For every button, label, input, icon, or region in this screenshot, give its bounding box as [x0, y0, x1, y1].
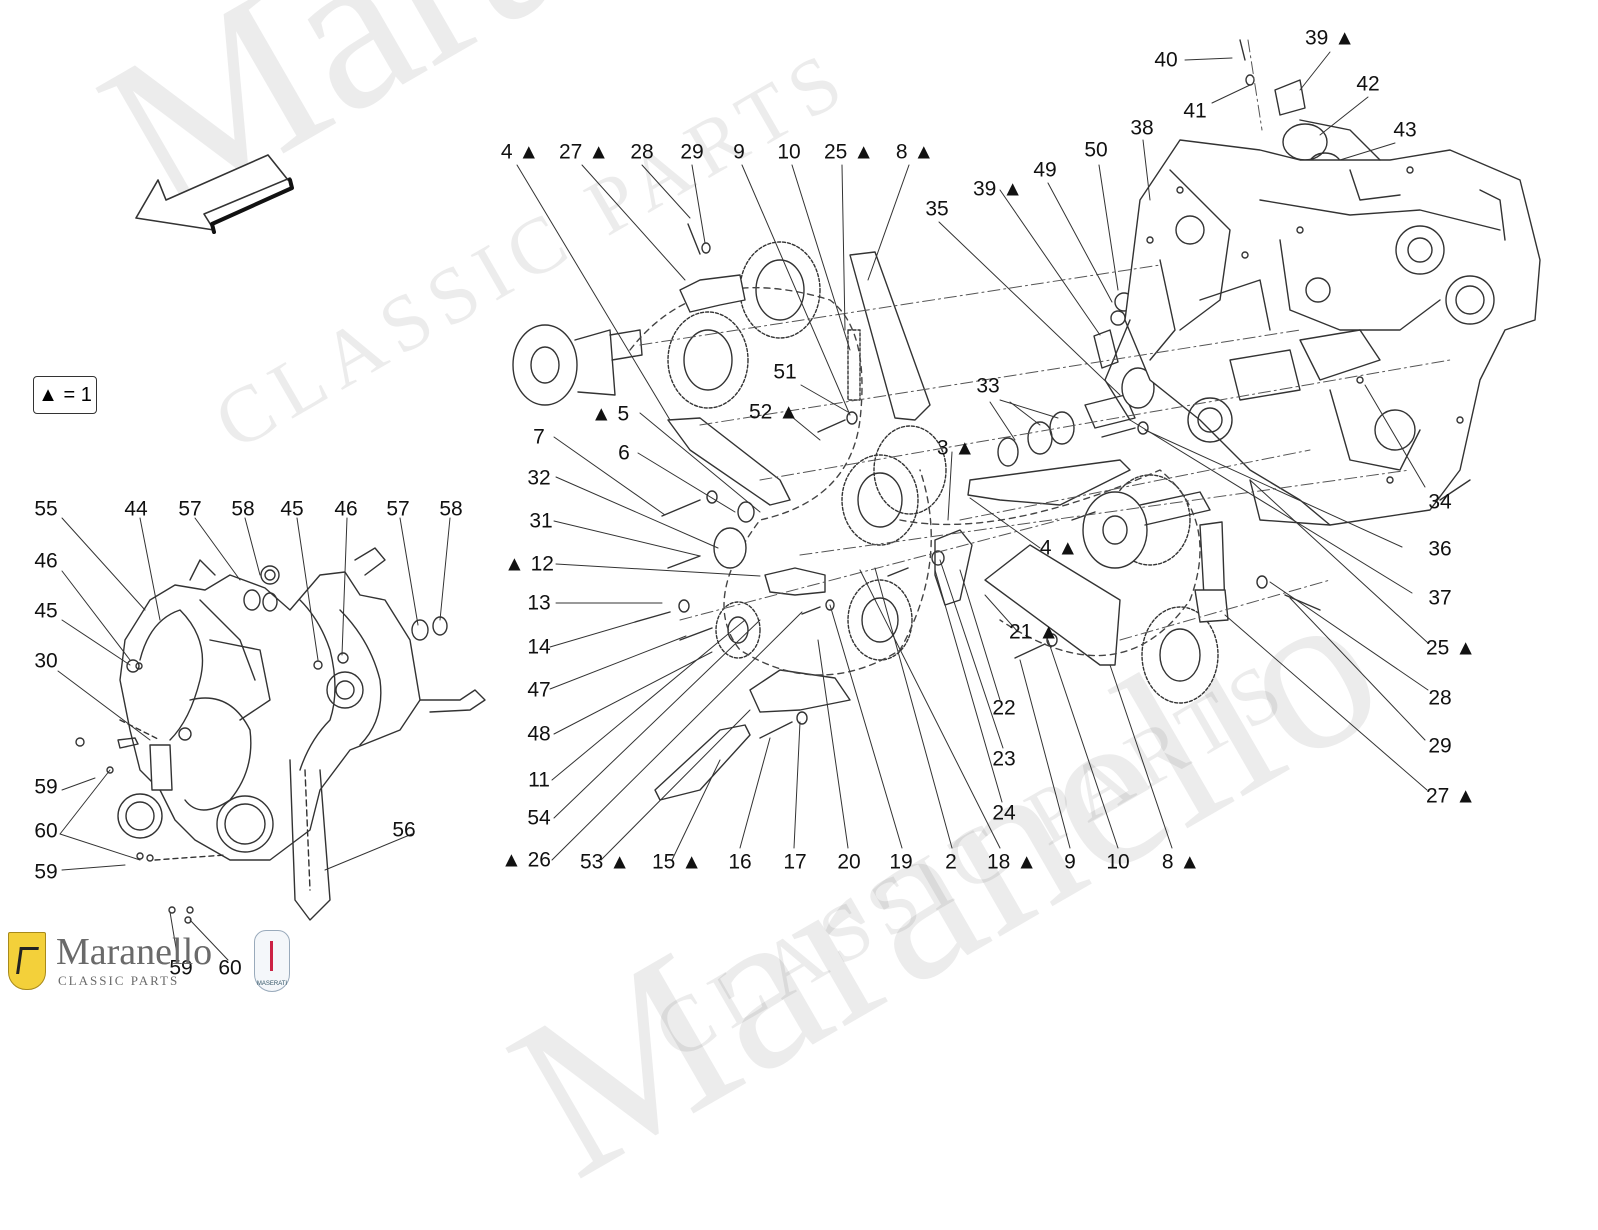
callout-label: 8 ▲	[895, 140, 935, 164]
callout-label: 57	[386, 497, 410, 521]
callout-label: 10	[777, 140, 801, 164]
direction-arrow-icon	[135, 154, 294, 234]
callout-label: 24	[992, 801, 1016, 825]
callout-label: 39 ▲	[1305, 26, 1355, 50]
maranello-logo: Maranello CLASSIC PARTS MASERATI	[8, 930, 308, 1000]
callout-label: 21 ▲	[1009, 620, 1059, 644]
callout-label: 30	[34, 649, 58, 673]
callout-label: 18 ▲	[987, 850, 1037, 874]
callout-label: 7	[533, 425, 545, 449]
callout-label: 59	[34, 860, 58, 884]
callout-label: 49	[1033, 158, 1057, 182]
callout-label: 29	[680, 140, 704, 164]
callout-label: 28	[630, 140, 654, 164]
callout-label: 9	[733, 140, 745, 164]
leader-lines	[57, 51, 1429, 961]
brand-name: Maranello	[56, 931, 213, 973]
callout-label: 46	[334, 497, 358, 521]
callout-label: 4 ▲	[500, 140, 540, 164]
callout-label: 44	[124, 497, 148, 521]
callout-label: 6	[618, 441, 630, 465]
callout-label: 58	[231, 497, 255, 521]
callout-label: ▲ 26	[501, 848, 551, 872]
brand-subtitle: CLASSIC PARTS	[58, 973, 180, 988]
callout-label: 57	[178, 497, 202, 521]
callout-label: 35	[925, 197, 949, 221]
exploded-view-drawing	[57, 39, 1541, 961]
callout-label: ▲ 12	[504, 552, 554, 576]
callout-label: 59	[34, 775, 58, 799]
callout-label: 27 ▲	[1426, 784, 1476, 808]
callout-label: 9	[1064, 850, 1076, 874]
callout-label: 45	[280, 497, 304, 521]
callout-label: 47	[527, 678, 551, 702]
callout-label: 51	[773, 360, 797, 384]
callout-label: 10	[1106, 850, 1130, 874]
callout-label: 39 ▲	[973, 177, 1023, 201]
callout-label: 22	[992, 696, 1016, 720]
callout-label: 28	[1428, 686, 1452, 710]
callout-label: 55	[34, 497, 58, 521]
callout-label: 53 ▲	[580, 850, 630, 874]
legend-text: ▲ = 1	[38, 383, 92, 406]
engine-block	[1104, 119, 1541, 526]
callout-label: 4 ▲	[1039, 536, 1079, 560]
trident-label: MASERATI	[256, 981, 288, 987]
callout-label: 2	[945, 850, 957, 874]
callout-label: 37	[1428, 586, 1452, 610]
callout-label: 52 ▲	[749, 400, 799, 424]
maserati-trident-icon: MASERATI	[254, 930, 290, 992]
callout-label: 58	[439, 497, 463, 521]
callout-label: 48	[527, 722, 551, 746]
callout-label: 41	[1183, 99, 1207, 123]
callout-label: 56	[392, 818, 416, 842]
prancing-horse-shield-icon	[8, 932, 46, 990]
callout-label: 19	[889, 850, 913, 874]
callout-label: 42	[1356, 72, 1380, 96]
callout-label: 25 ▲	[1426, 636, 1476, 660]
callout-label: 8 ▲	[1161, 850, 1201, 874]
parts-diagram: Maranello CLASSIC PARTS Maranello CLASSI…	[0, 0, 1598, 1010]
callout-label: 36	[1428, 537, 1452, 561]
callout-label: 50	[1084, 138, 1108, 162]
callout-label: 46	[34, 549, 58, 573]
timing-chain-components	[512, 39, 1342, 801]
callout-label: 17	[783, 850, 807, 874]
callout-label: 29	[1428, 734, 1452, 758]
callout-label: 13	[527, 591, 551, 615]
callout-label: 15 ▲	[652, 850, 702, 874]
callout-label: 60	[34, 819, 58, 843]
callout-label: 34	[1428, 490, 1452, 514]
callout-label: 32	[527, 466, 551, 490]
callout-label: 27 ▲	[559, 140, 609, 164]
callout-label: 33	[976, 374, 1000, 398]
timing-cover-assembly	[75, 547, 486, 924]
callout-label: 14	[527, 635, 551, 659]
callout-label: 43	[1393, 118, 1417, 142]
alignment-axes	[639, 39, 1451, 641]
callout-label: 20	[837, 850, 861, 874]
callout-label: 31	[529, 509, 553, 533]
callout-label: 16	[728, 850, 752, 874]
callout-label: ▲ 5	[590, 402, 630, 426]
callout-label: 54	[527, 806, 551, 830]
callout-label: 45	[34, 599, 58, 623]
callout-label: 3 ▲	[936, 436, 976, 460]
callout-label: 25 ▲	[824, 140, 874, 164]
callout-label: 23	[992, 747, 1016, 771]
callout-label: 59	[169, 956, 193, 980]
callout-label: 40	[1154, 48, 1178, 72]
legend-box: ▲ = 1	[33, 376, 97, 414]
callout-label: 11	[528, 768, 550, 792]
callout-label: 38	[1130, 116, 1154, 140]
callout-label: 60	[218, 956, 242, 980]
